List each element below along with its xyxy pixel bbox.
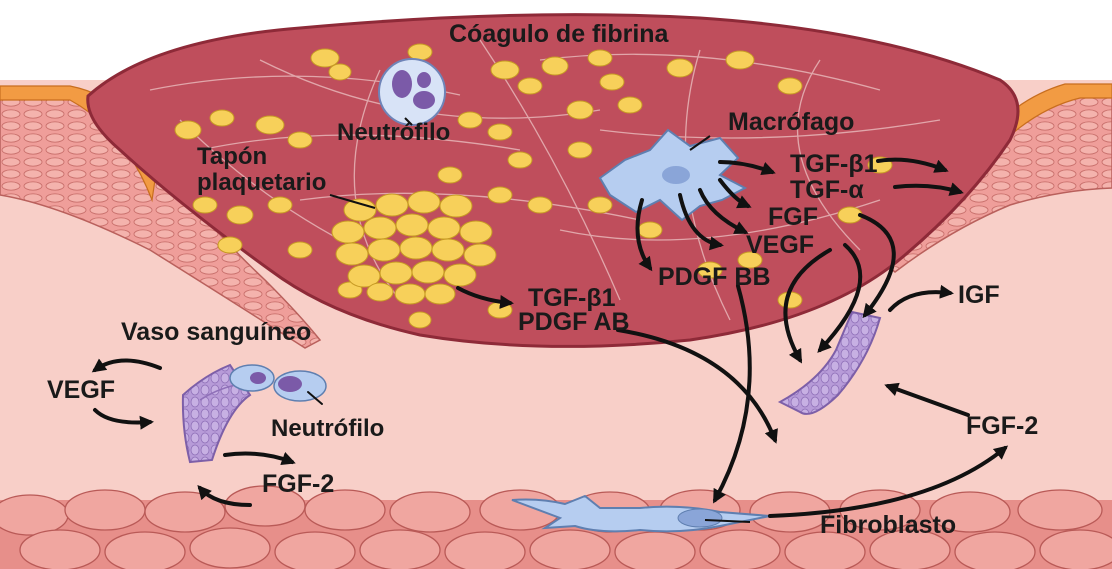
label-vegf-macrophage: VEGF [746,231,814,259]
label-fgf: FGF [768,203,818,231]
label-platelet-plug-line2: plaquetario [197,169,326,196]
label-fgf2-right: FGF-2 [966,412,1038,440]
label-igf: IGF [958,281,1000,309]
label-neutrophil-clot: Neutrófilo [337,119,450,146]
fibroblast-nucleus [678,509,722,527]
label-tgf-b1-macrophage: TGF-β1 [790,150,878,178]
label-platelet-plug-line1: Tapón [197,143,267,170]
label-neutrophil-vessel: Neutrófilo [271,415,384,442]
label-blood-vessel: Vaso sanguíneo [121,318,311,346]
label-fibroblast: Fibroblasto [820,511,956,539]
label-pdgf-bb: PDGF BB [658,263,771,291]
label-fibrin-clot: Cóagulo de fibrina [449,20,670,48]
macrophage-nucleus [662,166,690,184]
neutrophil-clot [379,59,445,125]
label-tgf-alpha: TGF-α [790,176,864,204]
label-macrophage: Macrófago [728,108,854,136]
label-pdgf-ab: PDGF AB [518,308,630,336]
label-fgf2-vessel: FGF-2 [262,470,334,498]
label-vegf-vessel: VEGF [47,376,115,404]
